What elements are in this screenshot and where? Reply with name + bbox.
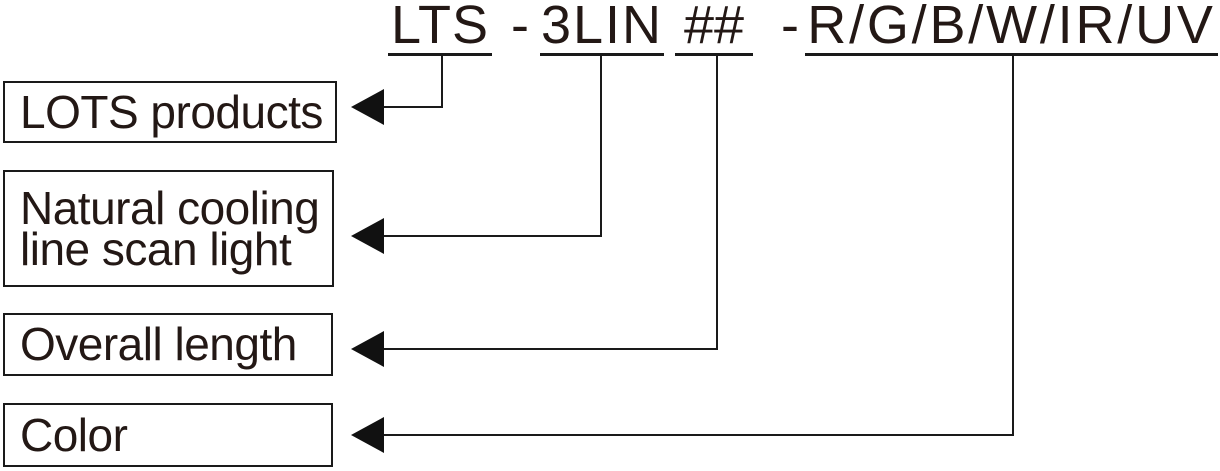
model-segment-separator: - bbox=[781, 0, 799, 55]
connector-color-horizontal bbox=[383, 434, 1014, 436]
callout-box-lots-products: LOTS products bbox=[3, 81, 337, 143]
connector-series-vertical bbox=[441, 56, 443, 108]
callout-label-line2: line scan light bbox=[20, 222, 292, 275]
callout-label-line1: Natural cooling bbox=[20, 181, 320, 234]
model-segment-separator: - bbox=[511, 0, 529, 55]
model-segment-series: LTS bbox=[388, 0, 492, 56]
callout-box-natural-cooling: Natural cooling line scan light bbox=[3, 170, 334, 287]
callout-box-color: Color bbox=[3, 403, 333, 467]
connector-type-vertical bbox=[600, 56, 602, 237]
connector-length-horizontal bbox=[383, 348, 718, 350]
left-arrowhead-icon bbox=[351, 331, 384, 367]
connector-series-horizontal bbox=[383, 106, 443, 108]
connector-length-vertical bbox=[716, 56, 718, 350]
model-segment-type: 3LIN bbox=[540, 0, 664, 56]
callout-box-overall-length: Overall length bbox=[3, 313, 333, 376]
model-segment-color: R/G/B/W/IR/UV bbox=[805, 0, 1218, 56]
callout-label: Color bbox=[20, 408, 128, 461]
model-segment-length: ## bbox=[675, 0, 753, 56]
connector-type-horizontal bbox=[383, 235, 602, 237]
callout-label: Overall length bbox=[20, 318, 297, 370]
left-arrowhead-icon bbox=[351, 218, 384, 254]
left-arrowhead-icon bbox=[351, 417, 384, 453]
connector-color-vertical bbox=[1012, 56, 1014, 436]
left-arrowhead-icon bbox=[351, 89, 384, 125]
callout-label: LOTS products bbox=[20, 85, 323, 138]
